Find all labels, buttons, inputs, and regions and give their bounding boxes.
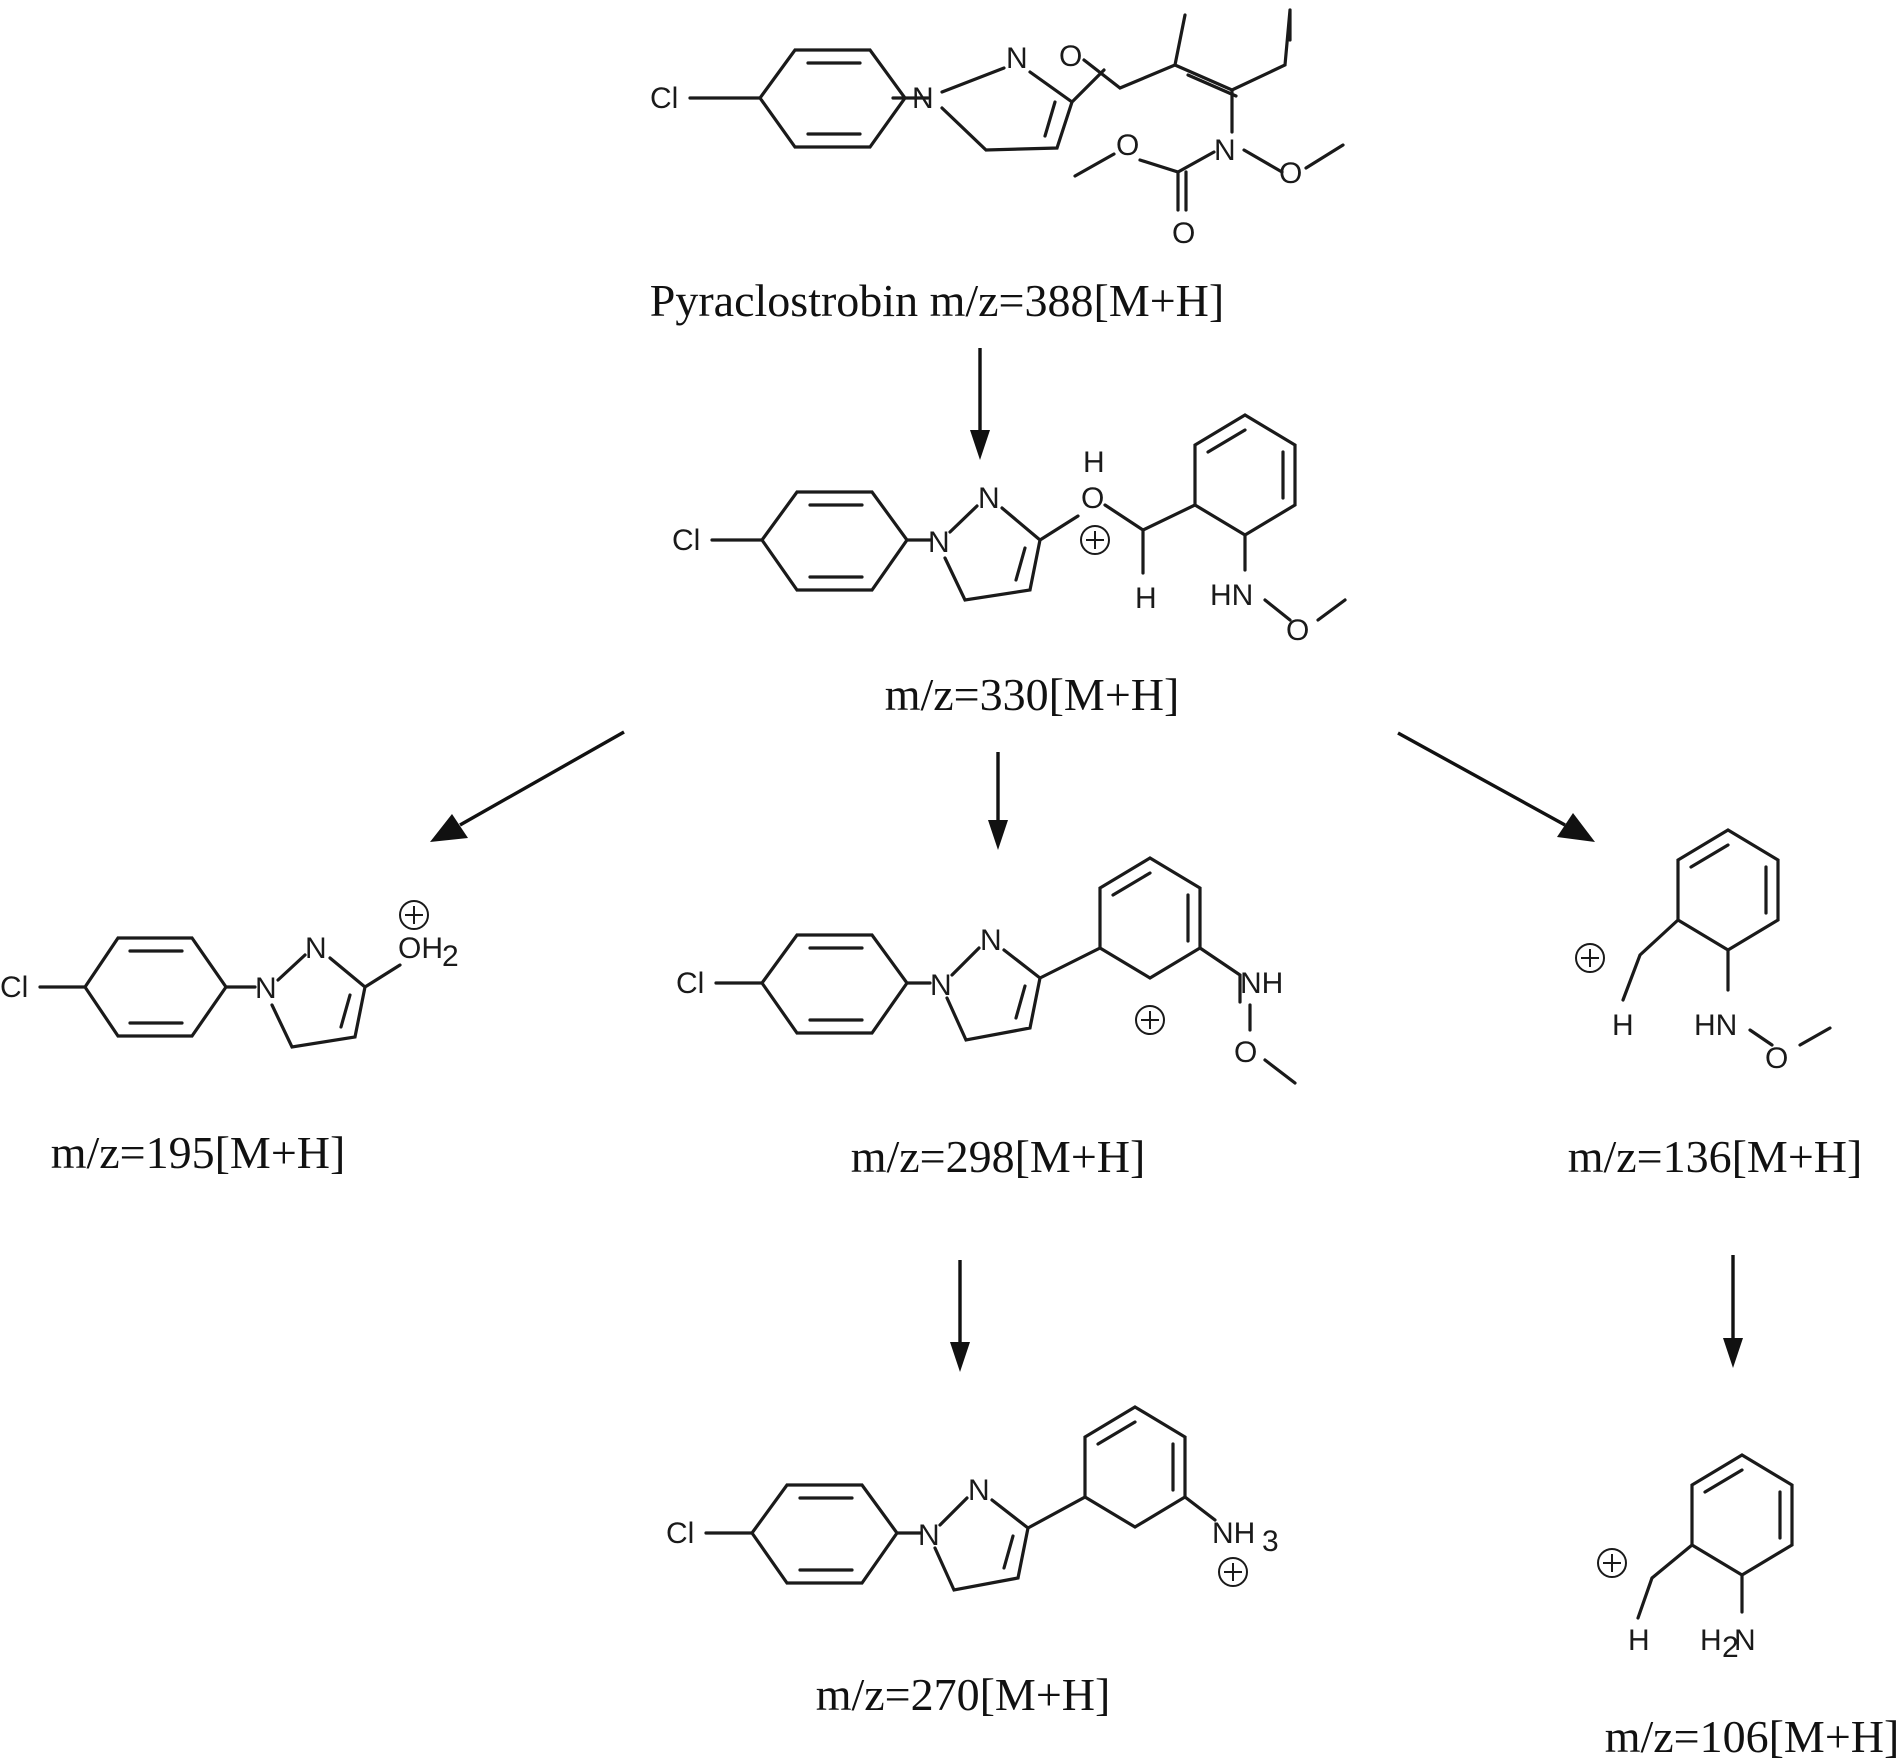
structure-106: H H 2 N	[1597, 1453, 1794, 1664]
atom-nh: NH	[1240, 967, 1283, 1000]
caption-330: m/z=330[M+H]	[885, 669, 1180, 720]
structure-270: Cl N N NH 3	[666, 1405, 1279, 1592]
atom-o: O	[1286, 614, 1309, 647]
arrow-330-to-195	[430, 730, 625, 842]
atom-h: H	[1612, 1009, 1634, 1042]
atom-n: N	[978, 482, 1000, 515]
caption-106: m/z=106[M+H]	[1605, 1711, 1900, 1761]
atom-o: O	[1765, 1042, 1788, 1075]
arrow-298-to-270	[950, 1260, 970, 1372]
subscript-2: 2	[1722, 1631, 1739, 1664]
atom-hn: HN	[1210, 579, 1253, 612]
atom-n: N	[912, 82, 934, 115]
charge-plus-icon	[1080, 525, 1110, 555]
atom-o: O	[1234, 1036, 1257, 1069]
caption-pyraclostrobin: Pyraclostrobin m/z=388[M+H]	[650, 275, 1224, 326]
subscript-2: 2	[442, 940, 459, 973]
structure-330: Cl N N O H H HN O	[672, 413, 1347, 647]
atom-oh2: OH	[398, 932, 443, 965]
atom-o: O	[1059, 40, 1082, 73]
caption-270: m/z=270[M+H]	[816, 1669, 1111, 1720]
atom-n: N	[930, 969, 952, 1002]
atom-n: N	[255, 972, 277, 1005]
structure-136: H HN O	[1575, 828, 1832, 1075]
charge-plus-icon	[1135, 1005, 1165, 1035]
atom-n: N	[928, 526, 950, 559]
charge-plus-icon	[1218, 1557, 1248, 1587]
atom-h: H	[1628, 1624, 1650, 1657]
caption-298: m/z=298[M+H]	[851, 1131, 1146, 1182]
arrow-136-to-106	[1723, 1255, 1743, 1368]
atom-n: N	[918, 1519, 940, 1552]
atom-o: O	[1081, 482, 1104, 515]
atom-cl: Cl	[676, 967, 704, 1000]
atom-n: N	[980, 924, 1002, 957]
atom-o: O	[1116, 129, 1139, 162]
atom-n: N	[1006, 42, 1028, 75]
atom-h: H	[1135, 582, 1157, 615]
atom-h2n-n: N	[1734, 1624, 1756, 1657]
atom-n: N	[968, 1474, 990, 1507]
atom-h2n-h: H	[1700, 1624, 1722, 1657]
atom-h: H	[1083, 446, 1105, 479]
atom-cl: Cl	[650, 82, 678, 115]
structure-195: Cl N N OH 2	[0, 900, 459, 1049]
atom-cl: Cl	[672, 524, 700, 557]
arrow-330-to-136	[1397, 731, 1595, 842]
charge-plus-icon	[1575, 943, 1605, 973]
subscript-3: 3	[1262, 1525, 1279, 1558]
arrow-330-to-298	[988, 752, 1008, 850]
caption-136: m/z=136[M+H]	[1568, 1131, 1863, 1182]
atom-hn: HN	[1694, 1009, 1737, 1042]
charge-plus-icon	[1597, 1548, 1627, 1578]
structure-298: Cl N N NH O	[676, 856, 1297, 1085]
atom-o: O	[1279, 157, 1302, 190]
atom-cl: Cl	[0, 971, 28, 1004]
arrow-parent-to-330	[970, 348, 990, 460]
atom-n: N	[1214, 134, 1236, 167]
atom-nh3: NH	[1212, 1517, 1255, 1550]
atom-n: N	[305, 932, 327, 965]
structure-pyraclostrobin: Cl N N O N O O O	[650, 8, 1345, 250]
atom-cl: Cl	[666, 1517, 694, 1550]
charge-plus-icon	[399, 900, 429, 930]
atom-o: O	[1172, 217, 1195, 250]
caption-195: m/z=195[M+H]	[51, 1127, 346, 1178]
